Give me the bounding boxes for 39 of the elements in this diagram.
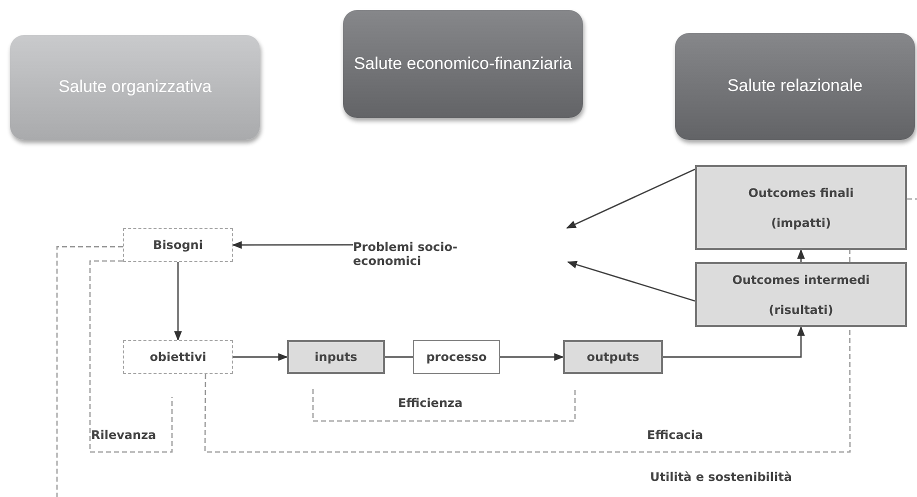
connector-line [385, 356, 413, 358]
dashed-box [123, 228, 233, 262]
dashed-line [56, 246, 123, 497]
arrow [500, 353, 564, 361]
dashed-line [907, 198, 917, 200]
edge-label: Efficacia [645, 428, 706, 442]
process-box [695, 262, 907, 327]
process-box [563, 340, 663, 374]
node-text: Salute economico-finanziaria [354, 52, 572, 75]
node-text: Salute relazionale [727, 75, 863, 98]
node-text: processo [426, 350, 487, 364]
node-text: outputs [586, 350, 640, 364]
arrow [567, 260, 696, 302]
rounded-box [10, 35, 260, 140]
dashed-box [123, 340, 233, 374]
arrow [233, 353, 288, 361]
process-box [695, 165, 907, 250]
node-text: Salute organizzativa [58, 76, 212, 98]
arrow [797, 249, 805, 262]
rounded-box [343, 10, 583, 118]
dashed-line [849, 250, 850, 262]
node-text: inputs [314, 350, 358, 364]
arrow [174, 262, 182, 341]
node-text: Problemi socio-economici [353, 240, 458, 268]
arrow [232, 241, 353, 249]
process-box [287, 340, 385, 374]
label: Efficienza [398, 396, 463, 410]
node-text: obiettivi [150, 350, 206, 364]
label: Utilità e sostenibilità [650, 470, 792, 484]
dashed-line [204, 327, 851, 453]
node-text: Outcomes finali (impatti) [747, 184, 855, 232]
node-text: Bisogni [153, 238, 203, 252]
label: Rilevanza [91, 428, 156, 442]
arrow [566, 168, 696, 229]
dashed-line [89, 260, 173, 453]
rounded-box [675, 33, 915, 140]
node-text: Outcomes intermedi (risultati) [731, 272, 871, 318]
process-box [413, 340, 500, 374]
arrow [663, 326, 805, 358]
